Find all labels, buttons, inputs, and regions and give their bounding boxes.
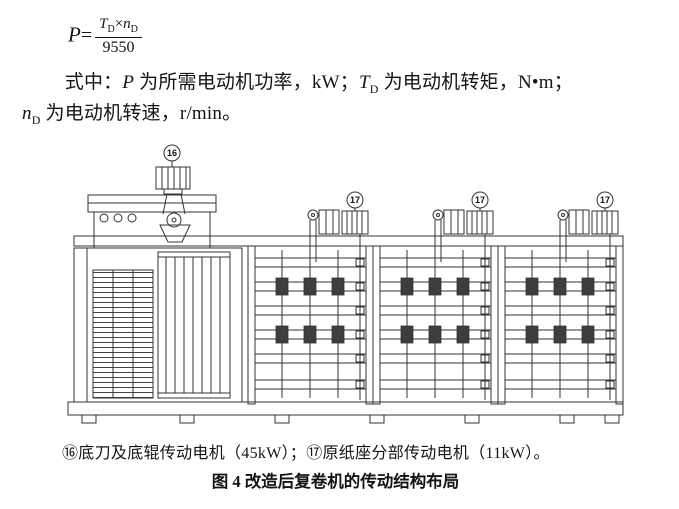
unwinder-section: 16 — [73, 144, 243, 403]
unwind-stand — [87, 194, 217, 248]
text-run-3: 为电动机转矩，N•m； — [378, 72, 573, 94]
figure-caption: ⑯底刀及底辊传动电机（45kW）；⑰原纸座分部传动电机（11kW）。 — [62, 444, 550, 462]
formula-lhs: P — [68, 22, 81, 47]
formula-numerator: TD×nD — [95, 15, 142, 38]
var-T-subscript: D — [107, 24, 115, 35]
var-n-subscript: D — [130, 24, 138, 35]
roller-unit-1 — [247, 191, 374, 405]
text-run-1: 式中： — [64, 72, 123, 94]
body-paragraph: 式中：P 为所需电动机功率，kW；TD 为电动机转矩，N•m；nD 为电动机转速… — [22, 68, 649, 130]
frame-rails — [67, 235, 624, 424]
var-T-subscript: D — [369, 82, 379, 97]
var-P: P — [122, 72, 135, 94]
var-n: n — [123, 16, 131, 32]
formula-equals-sign: = — [80, 24, 93, 47]
times-sign: × — [114, 16, 124, 32]
figure-title: 图 4 改造后复卷机的传动结构布局 — [211, 471, 460, 491]
transmission-layout-diagram: 17 — [67, 144, 624, 424]
roller-unit-3 — [497, 191, 624, 405]
var-T: T — [99, 16, 108, 32]
unwinder-body — [73, 247, 243, 403]
roller-unit-2 — [372, 191, 499, 405]
figure: 17 — [60, 140, 649, 432]
var-T: T — [358, 72, 370, 94]
text-run-2: 为所需电动机功率，kW； — [134, 72, 359, 94]
motor-16-label: 16 — [167, 148, 177, 158]
var-n: n — [22, 103, 32, 125]
formula-denominator: 9550 — [102, 38, 135, 56]
var-n-subscript: D — [31, 112, 41, 127]
motor-16-assembly — [155, 166, 191, 228]
text-run-4: 为电动机转速，r/min。 — [40, 103, 242, 125]
